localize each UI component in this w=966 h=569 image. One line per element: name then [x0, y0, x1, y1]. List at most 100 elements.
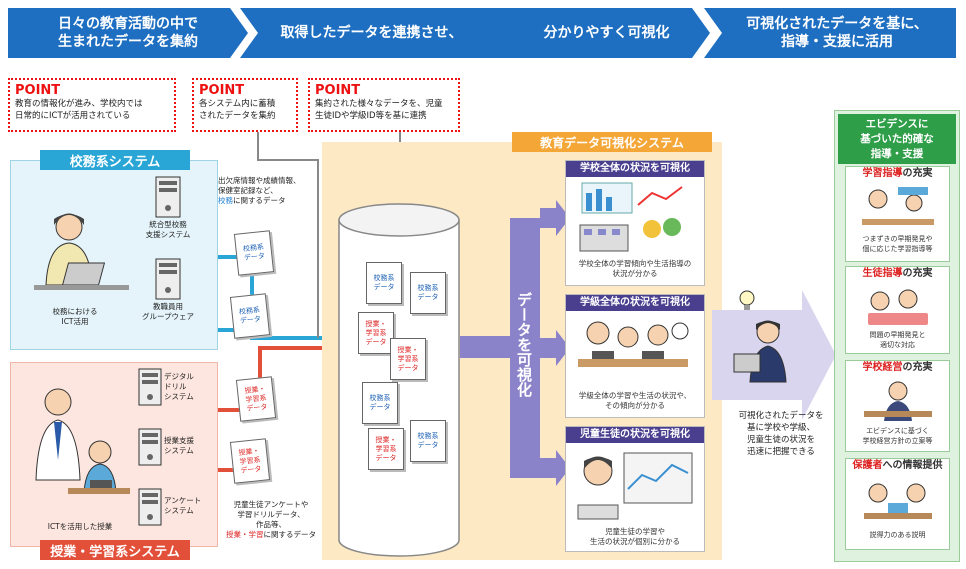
admin-server-2-label: 教職員用 グループウェア — [128, 302, 208, 322]
evidence-card-learning: 学習指導の充実 つまずきの早期発見や 個に応じた学習指導等 — [845, 166, 950, 262]
admin-data-note-1: 出欠席情報や成績情報、 — [218, 176, 301, 185]
evidence-card-learning-rest: の充実 — [902, 168, 933, 179]
learning-server-3-label-2: システム — [164, 506, 194, 515]
teacher-arrow — [712, 290, 836, 420]
admin-data-note: 出欠席情報や成績情報、 保健室記録など、 校務に関するデータ — [218, 176, 318, 206]
admin-data-sheet: 校務系データ — [366, 262, 402, 304]
evidence-card-student-desc-2: 適切な対応 — [880, 340, 915, 349]
sheet-label: 学習系 — [375, 444, 397, 453]
header-step-2: 取得したデータを連携させ、 分かりやすく可視化 — [240, 8, 710, 58]
admin-data-note-tail: に関するデータ — [233, 196, 286, 205]
teacher-note-3: 児童生徒の状況を — [746, 435, 815, 445]
sheet-label: 授業・ — [397, 345, 419, 354]
evidence-title: エビデンスに 基づいた的確な 指導・支援 — [838, 114, 956, 164]
server-icon — [138, 488, 162, 526]
learning-server-3-label-1: アンケート — [164, 496, 202, 505]
vis-card-school-desc-1: 学校全体の学習傾向や生活指導の — [578, 259, 692, 268]
database-cylinder — [338, 203, 460, 557]
learning-data-note-1: 児童生徒アンケートや — [233, 500, 309, 509]
learning-server-2-label-1: 授業支援 — [164, 436, 194, 445]
learning-data-note-hl: 授業・学習 — [226, 530, 264, 539]
learning-data-sheet: 授業・学習系データ — [229, 438, 271, 484]
evidence-card-learning-desc-1: つまずきの早期発見や — [862, 235, 933, 243]
learning-data-note: 児童生徒アンケートや 学習ドリルデータ、 作品等、 授業・学習に関するデータ — [222, 500, 320, 540]
sheet-label: データ — [417, 441, 439, 449]
sheet-label: データ — [417, 293, 439, 301]
server-icon — [155, 258, 181, 300]
sheet-label: データ — [373, 283, 395, 291]
sheet-label: データ — [239, 314, 262, 326]
evidence-card-guardian-rest: への情報提供 — [882, 460, 943, 471]
learning-system-title: 授業・学習系システム — [40, 540, 190, 560]
sheet-label: データ — [365, 337, 387, 346]
vis-card-class-desc-2: その傾向が分かる — [605, 401, 665, 410]
learning-data-sheet: 授業・学習系データ — [390, 338, 426, 380]
evidence-card-school-rest: の充実 — [902, 362, 933, 373]
evidence-card-guardian: 保護者への情報提供 説得力のある説明 — [845, 458, 950, 550]
learning-person-label: ICTを活用した授業 — [47, 522, 113, 531]
evidence-card-learning-desc-2: 個に応じた学習指導等 — [862, 244, 933, 253]
sheet-label: データ — [397, 363, 419, 372]
sheet-label: 校務系 — [373, 274, 395, 282]
visualize-arrows — [460, 200, 570, 486]
admin-data-sheet: 校務系データ — [410, 272, 446, 314]
vis-card-student-desc-1: 児童生徒の学習や — [605, 527, 665, 536]
admin-person-label-2: ICT活用 — [61, 317, 89, 326]
admin-server-1-label-2: 支援システム — [145, 230, 191, 239]
vis-card-class: 学級全体の状況を可視化 学級全体の学習や生活の状況や、 その傾向が分かる — [565, 294, 705, 418]
sheet-label: 学習系 — [397, 354, 419, 363]
header-step-2a: 取得したデータを連携させ、 — [280, 25, 463, 41]
sheet-label: データ — [375, 453, 397, 462]
point-2-line-1: 各システム内に蓄積 — [199, 99, 276, 109]
learning-server-1-label: デジタル ドリル システム — [164, 372, 214, 402]
vis-card-class-desc-1: 学級全体の学習や生活の状況や、 — [578, 391, 692, 400]
vis-card-student: 児童生徒の状況を可視化 児童生徒の学習や 生活の状況が個別に分かる — [565, 426, 705, 552]
server-icon — [155, 176, 181, 218]
lightbulb-icon — [739, 290, 755, 310]
student-guidance-illustration — [867, 289, 928, 325]
school-dashboard-illustration — [579, 182, 683, 252]
server-icon — [138, 368, 162, 406]
sheet-label: データ — [246, 402, 268, 413]
learning-data-sheet: 授業・学習系データ — [235, 376, 277, 422]
evidence-card-guardian-desc-1: 説得力のある説明 — [869, 531, 926, 539]
sheet-label: 授業・ — [365, 319, 387, 328]
point-1-line-2: 日常的にICTが活用されている — [15, 111, 131, 121]
point-2-line-2: されたデータを集約 — [199, 111, 276, 121]
header-step-2b: 分かりやすく可視化 — [543, 25, 670, 41]
learning-server-1-label-1: デジタル — [164, 372, 194, 381]
admin-data-sheet: 校務系データ — [362, 382, 398, 424]
evidence-card-student: 生徒指導の充実 問題の早期発見と 適切な対応 — [845, 266, 950, 354]
teacher-note-1: 可視化されたデータを — [738, 411, 824, 421]
vis-card-class-title: 学級全体の状況を可視化 — [566, 295, 704, 311]
admin-system-title: 校務系システム — [40, 150, 190, 170]
learning-server-3-label: アンケート システム — [164, 496, 214, 516]
admin-person-label-1: 校務における — [52, 307, 98, 316]
sheet-label: 校務系 — [417, 284, 439, 292]
sheet-label: データ — [240, 464, 262, 475]
admin-server-1-label: 統合型校務 支援システム — [128, 220, 208, 240]
vis-card-school: 学校全体の状況を可視化 学校全体の学習傾向や生活指導の 状況が分かる — [565, 160, 705, 286]
learning-data-note-2: 学習ドリルデータ、 — [237, 510, 305, 519]
evidence-card-student-desc-1: 問題の早期発見と — [869, 331, 926, 339]
header-step-3: 可視化されたデータを基に、指導・支援に活用 — [704, 8, 956, 58]
sheet-label: 校務系 — [369, 394, 391, 402]
admin-data-sheet: 校務系データ — [233, 230, 275, 276]
learning-guidance-illustration — [861, 187, 934, 225]
admin-server-2-label-1: 教職員用 — [153, 302, 183, 311]
evidence-title-1: エビデンスに — [865, 118, 929, 130]
header-step-1-line-2: 生まれたデータを集約 — [58, 34, 198, 50]
sheet-label: データ — [369, 403, 391, 411]
vis-card-student-desc-2: 生活の状況が個別に分かる — [590, 537, 680, 546]
header-step-1: 日々の教育活動の中で生まれたデータを集約 — [8, 8, 248, 58]
admin-data-note-2: 保健室記録など、 — [218, 186, 278, 195]
admin-person-illustration — [34, 213, 129, 290]
point-3-line-2: 生徒IDや学級ID等を基に連携 — [315, 111, 427, 121]
learning-data-sheet: 授業・学習系データ — [368, 428, 404, 470]
point-box-1: POINT 教育の情報化が進み、学校内では 日常的にICTが活用されている — [8, 78, 176, 132]
server-icon — [138, 428, 162, 466]
point-1-title: POINT — [15, 83, 61, 98]
school-management-illustration — [863, 381, 932, 421]
admin-data-sheet: 校務系データ — [410, 420, 446, 462]
header-step-3-line-1: 可視化されたデータを基に、 — [746, 16, 928, 32]
